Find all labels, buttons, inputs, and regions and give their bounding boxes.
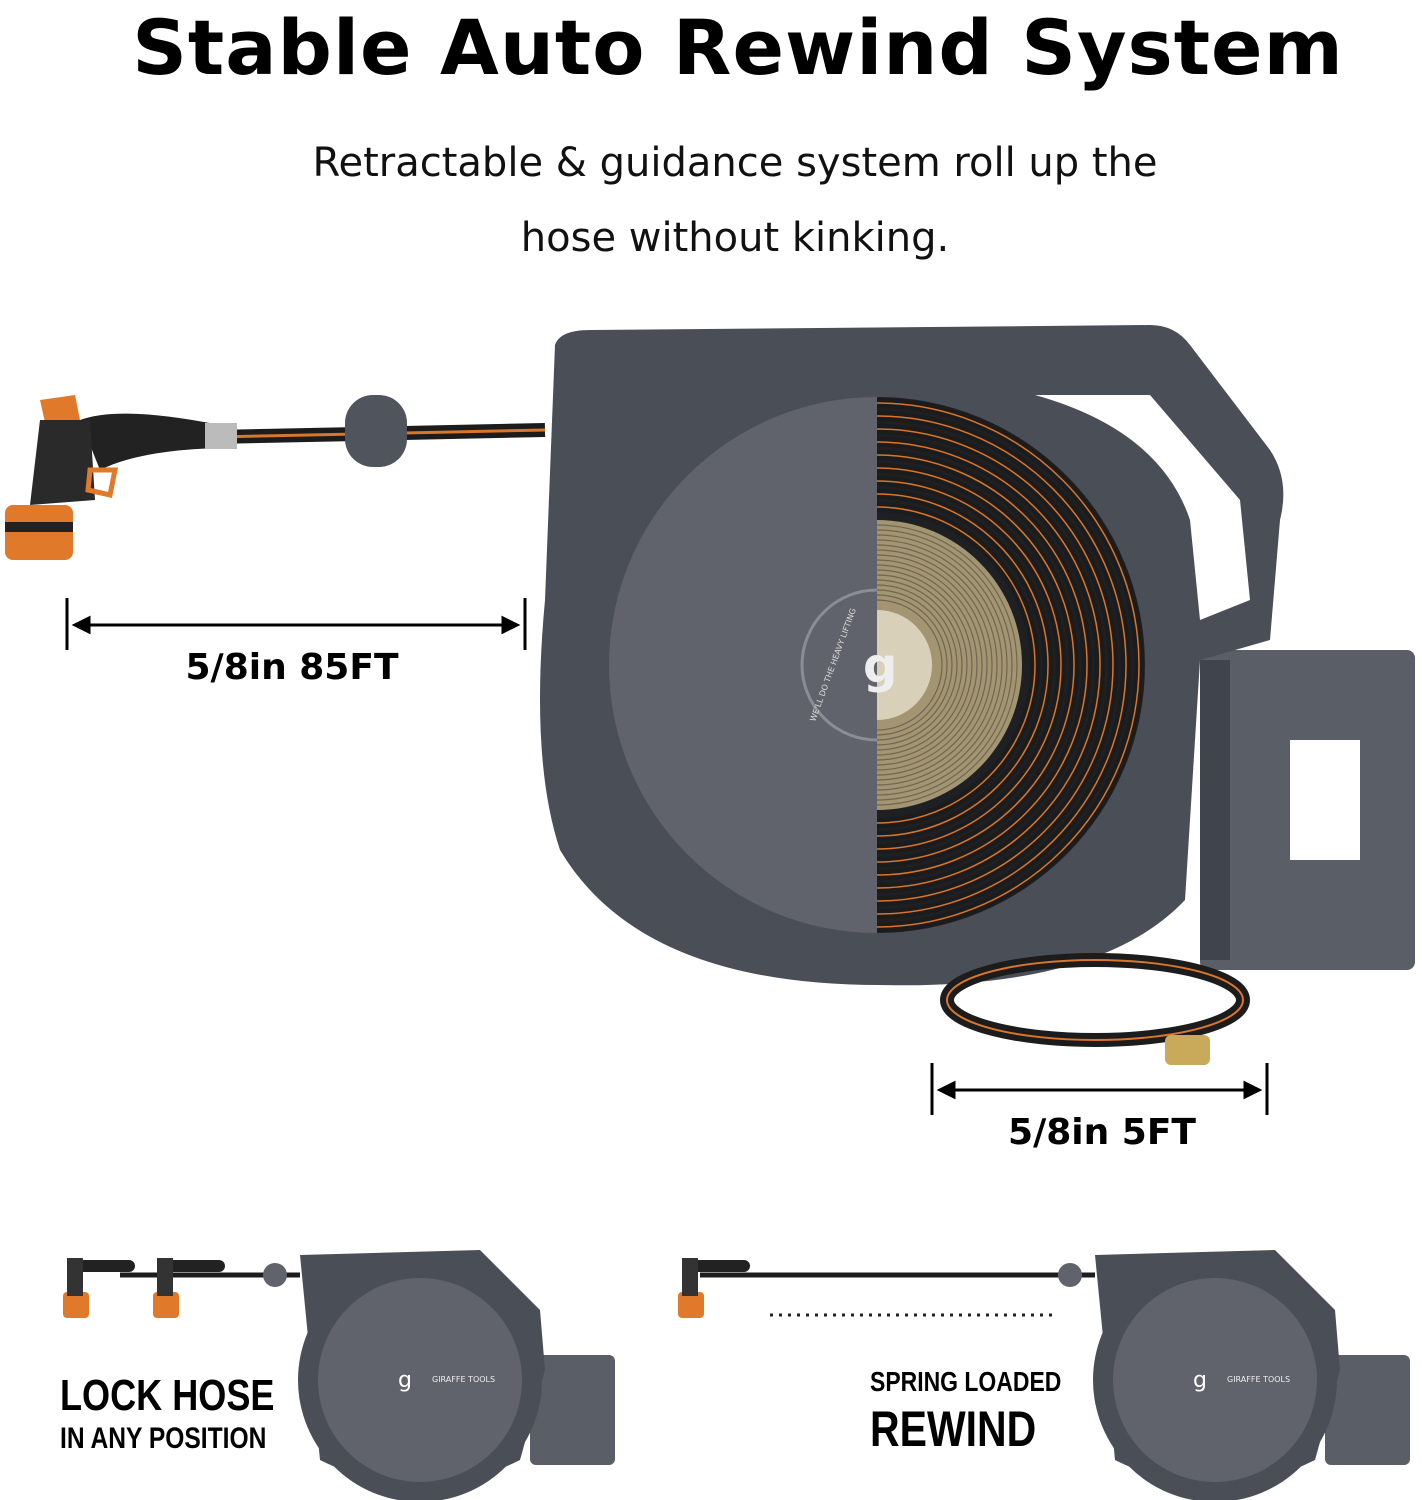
hub-groove	[877, 589, 953, 741]
hub-groove	[877, 594, 948, 736]
hose-coil-stripe	[877, 467, 1075, 863]
hub-groove	[877, 524, 1018, 806]
hose-coil-stripe	[877, 415, 1127, 915]
spring-rewind-reel-image: g GIRAFFE TOOLS	[678, 1250, 1410, 1500]
feature-lock-subtitle: IN ANY POSITION	[60, 1422, 267, 1455]
hub-groove	[877, 544, 998, 786]
hub-logo-g: g	[863, 638, 897, 694]
mini-nozzle-handle	[75, 1260, 135, 1272]
hub-groove	[877, 534, 1008, 796]
mini-nozzle-body	[157, 1258, 173, 1296]
hose-coil-stripe	[877, 454, 1088, 876]
feature-rewind-subtitle: SPRING LOADED	[870, 1366, 1062, 1397]
reel-hub	[877, 520, 1022, 810]
hose-coil-stripe	[877, 402, 1140, 928]
dimension-arrow-5ft	[930, 1063, 1269, 1115]
main-hose-length: 5/8in 85FT	[185, 647, 399, 688]
dimension-arrow-85ft	[65, 598, 527, 650]
spray-nozzle	[5, 395, 237, 560]
hub-groove	[877, 564, 978, 766]
lock-hose-reel-image: g GIRAFFE TOOLS	[63, 1250, 615, 1500]
hose-stopper	[345, 395, 407, 467]
subtitle-line-2: hose without kinking.	[520, 215, 950, 261]
mini-nozzle-head	[153, 1292, 179, 1318]
hose-main	[214, 395, 546, 467]
feature-lock-title: LOCK HOSE	[60, 1371, 275, 1420]
hose-coil-stripe	[877, 428, 1114, 902]
leader-hose	[940, 953, 1250, 1065]
mini-bracket	[530, 1355, 615, 1465]
hose-coils	[877, 398, 1144, 932]
brass-connector	[1165, 1035, 1210, 1065]
hose-coil-stripe	[877, 480, 1062, 850]
mini-nozzle-handle	[165, 1260, 225, 1272]
hub-groove	[877, 584, 958, 746]
mini-nozzle-body	[67, 1258, 83, 1296]
mini-nozzle-handle	[690, 1260, 750, 1272]
hub-groove	[877, 559, 983, 771]
hub-groove	[877, 529, 1013, 801]
page-title: Stable Auto Rewind System	[132, 3, 1344, 92]
mini-logo-g: g	[1193, 1368, 1207, 1393]
subtitle-line-1: Retractable & guidance system roll up th…	[312, 140, 1158, 186]
hub-groove	[877, 579, 963, 751]
hub-groove	[877, 569, 973, 761]
mini-nozzle-head	[678, 1292, 704, 1318]
mini-nozzle-head	[63, 1292, 89, 1318]
mini-cover	[318, 1278, 522, 1482]
hose-coil-stripe	[877, 493, 1049, 837]
hub-groove	[877, 599, 943, 731]
mini-nozzle-body	[682, 1258, 698, 1296]
mini-bracket	[1325, 1355, 1410, 1465]
mini-stopper	[1058, 1263, 1082, 1287]
wall-bracket	[1200, 650, 1415, 970]
mini-stopper	[263, 1263, 287, 1287]
hub-groove	[877, 554, 988, 776]
hub-groove	[877, 539, 1003, 791]
hose-coil-stripe	[877, 441, 1101, 889]
feature-rewind-title: REWIND	[870, 1401, 1037, 1457]
mini-brand-text: GIRAFFE TOOLS	[1227, 1375, 1290, 1384]
leader-hose-length: 5/8in 5FT	[1008, 1112, 1196, 1153]
mini-logo-g: g	[398, 1368, 412, 1393]
hub-groove	[877, 549, 993, 781]
mini-brand-text: GIRAFFE TOOLS	[432, 1375, 495, 1384]
mini-cover	[1113, 1278, 1317, 1482]
hose-coil-stripe	[877, 506, 1036, 824]
hub-groove	[877, 574, 968, 756]
